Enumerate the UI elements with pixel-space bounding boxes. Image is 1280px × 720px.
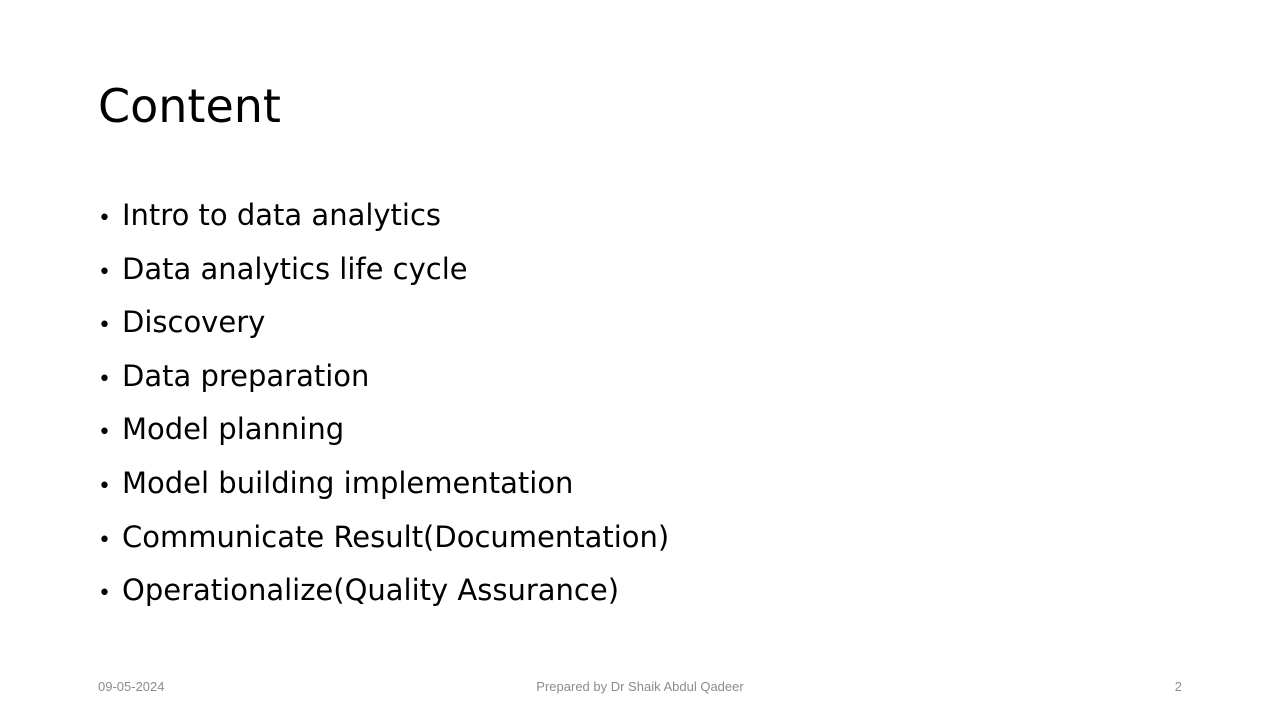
bullet-icon: • [98, 313, 111, 339]
bullet-list: • Intro to data analytics • Data analyti… [98, 189, 669, 618]
bullet-item: • Data preparation [98, 350, 669, 404]
footer-page-number: 2 [1174, 679, 1182, 694]
bullet-item: • Operationalize(Quality Assurance) [98, 564, 669, 618]
bullet-icon: • [98, 420, 111, 446]
bullet-item: • Model planning [98, 403, 669, 457]
bullet-item: • Intro to data analytics [98, 189, 669, 243]
bullet-item: • Discovery [98, 296, 669, 350]
bullet-icon: • [98, 527, 111, 553]
bullet-item: • Model building implementation [98, 457, 669, 511]
bullet-text: Discovery [122, 305, 266, 340]
footer-author: Prepared by Dr Shaik Abdul Qadeer [536, 679, 744, 694]
bullet-text: Communicate Result(Documentation) [122, 519, 670, 554]
bullet-icon: • [98, 259, 111, 285]
slide-title: Content [98, 79, 281, 133]
bullet-icon: • [98, 473, 111, 499]
bullet-text: Operationalize(Quality Assurance) [122, 573, 620, 608]
bullet-icon: • [98, 581, 111, 607]
bullet-icon: • [98, 206, 111, 231]
footer-date: 09-05-2024 [98, 679, 165, 694]
bullet-text: Data preparation [122, 358, 370, 393]
bullet-text: Data analytics life cycle [122, 251, 468, 286]
bullet-text: Model planning [122, 412, 345, 447]
bullet-text: Intro to data analytics [122, 198, 442, 232]
bullet-icon: • [98, 366, 111, 392]
bullet-text: Model building implementation [122, 465, 574, 500]
bullet-item: • Data analytics life cycle [98, 243, 669, 297]
bullet-item: • Communicate Result(Documentation) [98, 511, 669, 565]
